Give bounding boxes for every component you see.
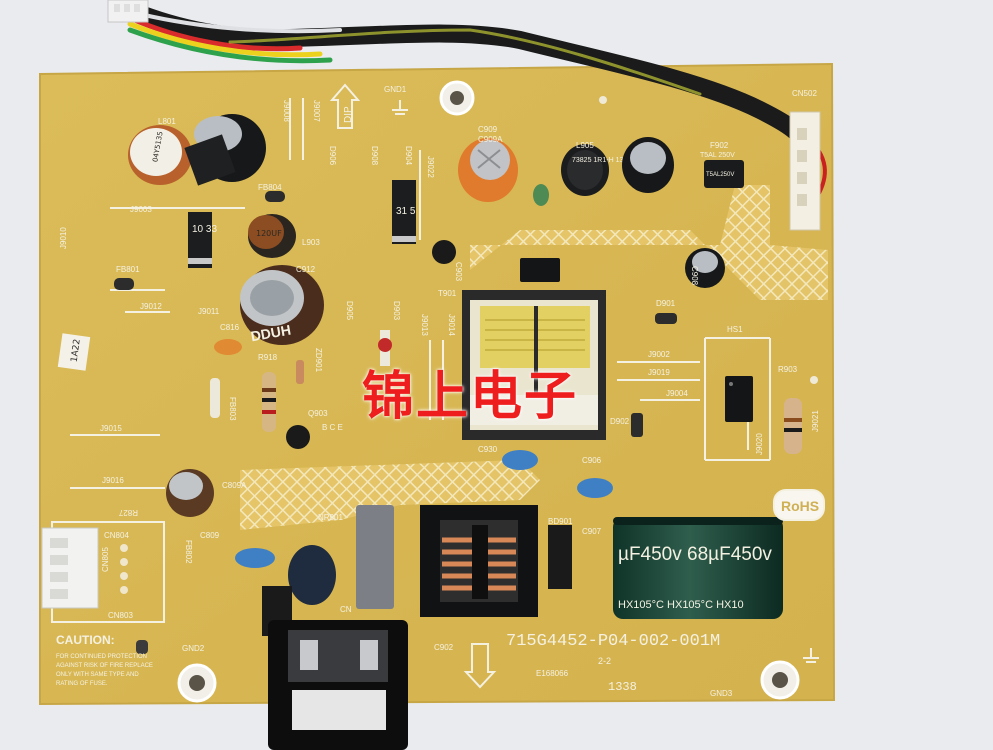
caution-line-3: ONLY WITH SAME TYPE AND xyxy=(56,672,139,678)
label-j9008: J9008 xyxy=(282,100,291,122)
cert-number: E168066 xyxy=(536,669,569,678)
caution-title: CAUTION: xyxy=(56,633,115,647)
label-cn502: CN502 xyxy=(792,89,817,98)
caution-line-4: RATING OF FUSE. xyxy=(56,681,108,687)
label-gnd3: GND3 xyxy=(710,689,733,698)
wire-bundle xyxy=(121,1,827,202)
label-c902: C902 xyxy=(434,643,454,652)
lot-code: 1338 xyxy=(608,680,637,694)
label-fb804: FB804 xyxy=(258,183,282,192)
hatch-zone-bottom xyxy=(240,460,540,530)
label-d905: D905 xyxy=(345,301,354,321)
big-cap-marking: DDUH xyxy=(249,322,292,345)
label-r827: R827 xyxy=(118,508,138,517)
label-j9021: J9021 xyxy=(811,410,820,432)
label-r903: R903 xyxy=(778,365,798,374)
label-l905: L905 xyxy=(576,141,594,150)
top-connector xyxy=(107,0,149,23)
label-fb803: FB803 xyxy=(228,397,237,421)
revision: 2-2 xyxy=(598,656,611,666)
label-l801: L801 xyxy=(158,117,176,126)
bulk-cap-rating: µF450v 68µF450v xyxy=(618,544,772,565)
label-j9010: J9010 xyxy=(59,227,68,249)
label-gnd1: GND1 xyxy=(384,85,407,94)
bulk-cap-temp: HX105°C HX105°C HX10 xyxy=(618,599,744,611)
label-c909a: C909A xyxy=(478,135,503,144)
label-j9016: J9016 xyxy=(102,476,124,485)
board-markings: 715G4452-P04-002-001M 2-2 E168066 1338 xyxy=(506,632,720,694)
label-j9011: J9011 xyxy=(198,307,220,316)
f902-marking: T5AL250V xyxy=(706,172,734,178)
label-c912: C912 xyxy=(296,265,316,274)
label-j9014: J9014 xyxy=(447,314,456,336)
label-j9002: J9002 xyxy=(648,350,670,359)
label-cn803: CN803 xyxy=(108,611,133,620)
label-d908: D908 xyxy=(370,146,379,166)
label-fb801: FB801 xyxy=(116,265,140,274)
label-zd901: ZD901 xyxy=(314,348,323,373)
handwritten-text: 1A22 xyxy=(70,338,83,363)
d904-marking: 31 5 xyxy=(396,206,416,217)
label-q903: Q903 xyxy=(308,409,328,418)
label-fb802: FB802 xyxy=(184,540,193,564)
label-j9020: J9020 xyxy=(755,433,764,455)
hatch-zone-top xyxy=(470,185,828,300)
label-j9012: J9012 xyxy=(140,302,162,311)
diode-big-marking: 10 33 xyxy=(192,224,217,235)
caution-line-2: AGAINST RISK OF FIRE REPLACE xyxy=(56,663,153,669)
rohs-text: RoHS xyxy=(781,498,819,514)
label-d903: D903 xyxy=(392,301,401,321)
label-j9015: J9015 xyxy=(100,424,122,433)
label-c809: C809 xyxy=(200,531,220,540)
label-r918: R918 xyxy=(258,353,278,362)
caution-line-1: FOR CONTINUED PROTECTION xyxy=(56,654,147,660)
label-j9003: J9003 xyxy=(130,205,152,214)
handwritten-tag: 1A22 xyxy=(57,333,91,371)
label-c903: C903 xyxy=(454,262,463,282)
label-j9022: J9022 xyxy=(426,156,435,178)
label-f902: F902 xyxy=(710,141,729,150)
label-hs1: HS1 xyxy=(727,325,743,334)
label-d906: D906 xyxy=(328,146,337,166)
part-number: 715G4452-P04-002-001M xyxy=(506,632,720,651)
label-cn804: CN804 xyxy=(104,531,129,540)
label-j9019: J9019 xyxy=(648,368,670,377)
label-d904: D904 xyxy=(404,146,413,166)
label-nr901: NR901 xyxy=(318,513,343,522)
components: 04Y5135 120UF DDUH 73825 1R1-H 1333 F T5… xyxy=(41,114,802,750)
label-cn805: CN805 xyxy=(101,547,110,572)
label-l903: L903 xyxy=(302,238,320,247)
c912-marking: 120UF xyxy=(256,229,282,238)
label-cn: CN xyxy=(340,605,352,614)
caution-block: CAUTION: FOR CONTINUED PROTECTION AGAINS… xyxy=(56,633,153,687)
label-j9004: J9004 xyxy=(666,389,688,398)
label-j9013: J9013 xyxy=(420,314,429,336)
label-cbe: B C E xyxy=(322,423,343,432)
watermark: 锦上电子 xyxy=(362,367,579,427)
label-f902-rating: T5AL 250V xyxy=(700,152,735,159)
rohs-logo: RoHS xyxy=(773,489,825,521)
label-c816: C816 xyxy=(220,323,240,332)
cn502-connector xyxy=(789,111,821,231)
label-j9007: J9007 xyxy=(312,100,321,122)
label-t901: T901 xyxy=(438,289,457,298)
silkscreen-labels: GND1 GND2 GND3 L801 FB804 FB801 FB803 FB… xyxy=(59,85,820,698)
label-gnd2: GND2 xyxy=(182,644,205,653)
l905-marking: 73825 1R1-H 1333 F xyxy=(572,157,637,164)
label-d901: D901 xyxy=(656,299,676,308)
label-c908: C908 xyxy=(690,266,699,286)
label-bd901: BD901 xyxy=(548,517,573,526)
label-d902: D902 xyxy=(610,417,630,426)
label-c930: C930 xyxy=(478,445,498,454)
label-c809a: C809A xyxy=(222,481,247,490)
label-c909: C909 xyxy=(478,125,498,134)
label-c907: C907 xyxy=(582,527,602,536)
label-c906: C906 xyxy=(582,456,602,465)
dip-mark-top: DIP xyxy=(343,106,354,123)
